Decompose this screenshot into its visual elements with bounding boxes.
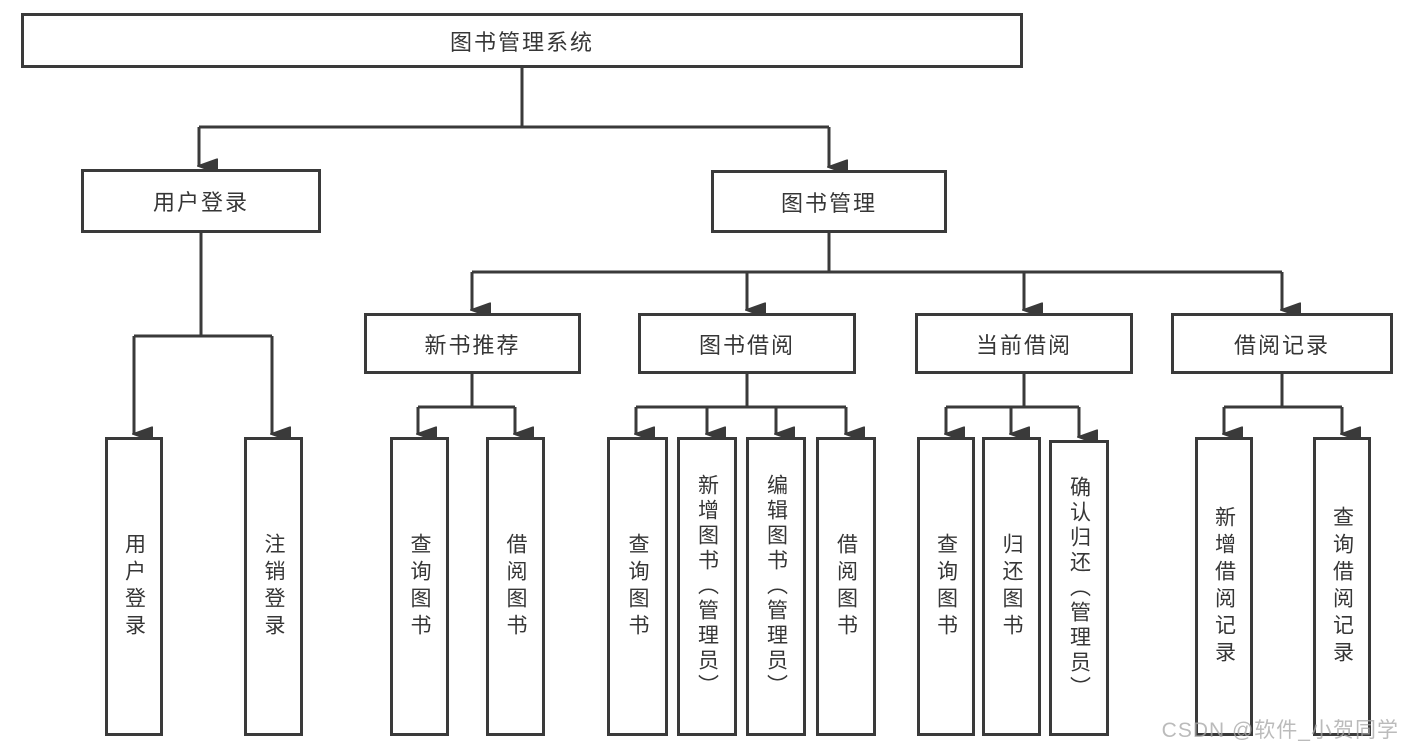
leaf-borrow-books-1: 借阅图书 [486, 437, 545, 736]
node-user-login-label: 用户登录 [152, 190, 249, 215]
leaf-logout-login: 注销登录 [244, 437, 303, 736]
leaf-add-books-admin-label: 新增图书（管理员） [695, 474, 719, 699]
leaf-query-books-1: 查询图书 [390, 437, 449, 736]
leaf-query-borrow-record-label: 查询借阅记录 [1330, 505, 1354, 668]
leaf-query-books-1-label: 查询图书 [408, 532, 431, 641]
node-new-book-recommend-label: 新书推荐 [424, 332, 521, 358]
csdn-watermark: CSDN @软件_小贺同学 [1161, 719, 1399, 742]
node-user-login: 用户登录 [81, 169, 321, 233]
leaf-return-books: 归还图书 [982, 437, 1041, 736]
leaf-add-borrow-record-label: 新增借阅记录 [1212, 505, 1236, 668]
node-root: 图书管理系统 [21, 13, 1023, 68]
leaf-query-books-3: 查询图书 [917, 437, 975, 736]
node-book-management: 图书管理 [711, 170, 947, 233]
leaf-query-books-2: 查询图书 [607, 437, 668, 736]
leaf-query-borrow-record: 查询借阅记录 [1313, 437, 1371, 736]
leaf-borrow-books-2-label: 借阅图书 [834, 532, 858, 641]
leaf-borrow-books-1-label: 借阅图书 [504, 532, 527, 641]
leaf-query-books-3-label: 查询图书 [934, 532, 958, 641]
node-borrow-record: 借阅记录 [1171, 313, 1393, 374]
node-book-borrow: 图书借阅 [638, 313, 856, 374]
node-current-borrow: 当前借阅 [915, 313, 1133, 374]
node-book-borrow-label: 图书借阅 [698, 332, 795, 358]
leaf-borrow-books-2: 借阅图书 [816, 437, 876, 736]
leaf-confirm-return-admin-label: 确认归还（管理员） [1067, 475, 1091, 701]
leaf-add-books-admin: 新增图书（管理员） [677, 437, 737, 736]
node-root-label: 图书管理系统 [449, 29, 594, 55]
leaf-edit-books-admin: 编辑图书（管理员） [746, 437, 806, 736]
leaf-logout-login-label: 注销登录 [262, 532, 285, 641]
leaf-confirm-return-admin: 确认归还（管理员） [1049, 440, 1109, 736]
node-borrow-record-label: 借阅记录 [1233, 332, 1330, 358]
leaf-add-borrow-record: 新增借阅记录 [1195, 437, 1253, 736]
leaf-return-books-label: 归还图书 [1000, 532, 1023, 641]
leaf-query-books-2-label: 查询图书 [626, 532, 649, 641]
node-current-borrow-label: 当前借阅 [975, 332, 1072, 358]
leaf-user-login: 用户登录 [105, 437, 163, 736]
node-new-book-recommend: 新书推荐 [364, 313, 581, 374]
node-book-management-label: 图书管理 [780, 190, 877, 216]
leaf-user-login-label: 用户登录 [122, 532, 146, 641]
leaf-edit-books-admin-label: 编辑图书（管理员） [764, 474, 788, 699]
